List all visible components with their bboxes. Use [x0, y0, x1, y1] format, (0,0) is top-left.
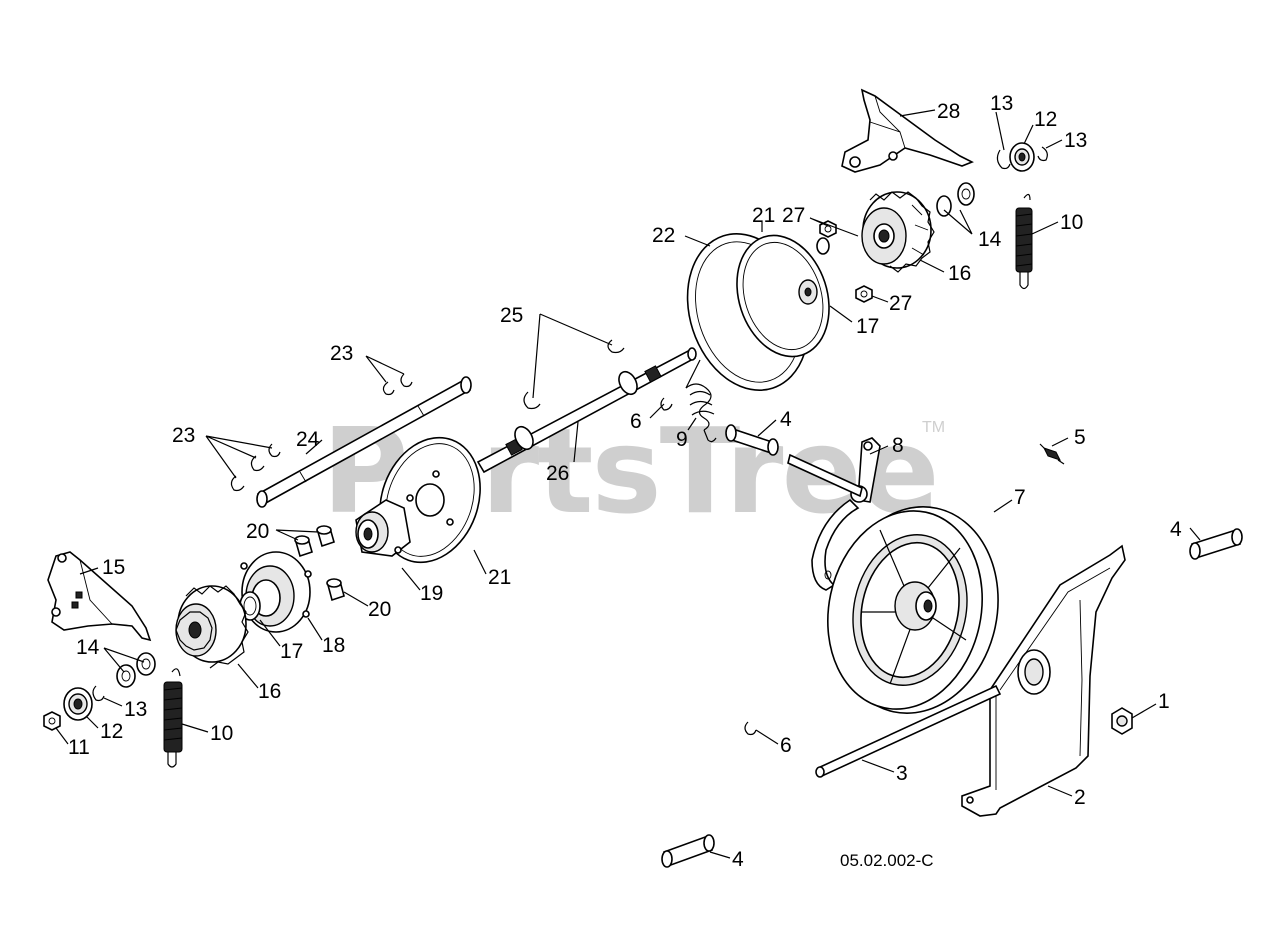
- part-4-bushing-bottom: [661, 834, 715, 868]
- callout-12: 12: [1034, 108, 1057, 131]
- callout-24: 24: [296, 428, 320, 451]
- part-10-spring-lower: [163, 668, 183, 768]
- part-22-drum: [686, 233, 830, 391]
- callout-20: 20: [246, 520, 269, 543]
- callout-1: 1: [1158, 690, 1170, 713]
- part-6-clip-lower: [744, 721, 757, 736]
- callout-13: 13: [124, 698, 147, 721]
- callout-23: 23: [172, 424, 195, 447]
- part-3-axle: [815, 684, 1002, 778]
- part-9-spring: [685, 359, 717, 443]
- part-2-frame: [961, 544, 1126, 817]
- leader-lines: [55, 109, 1201, 859]
- callout-20: 20: [368, 598, 391, 621]
- part-14-washers-top: [936, 182, 975, 217]
- callout-28: 28: [937, 100, 960, 123]
- callout-22: 22: [652, 224, 675, 247]
- part-14-washers-lower: [116, 652, 156, 688]
- part-16-gear-lower: [175, 585, 249, 669]
- part-12-bearing-top: [1009, 142, 1035, 172]
- callout-9: 9: [676, 428, 688, 451]
- part-27-nuts: [819, 220, 873, 303]
- callout-12: 12: [100, 720, 123, 743]
- callout-23: 23: [330, 342, 353, 365]
- callout-14: 14: [978, 228, 1002, 251]
- part-11-nut: [43, 711, 61, 731]
- watermark-trademark: TM: [922, 419, 945, 436]
- callout-6: 6: [780, 734, 792, 757]
- part-23-clips-upper: [382, 373, 413, 396]
- callout-13: 13: [1064, 129, 1087, 152]
- callout-8: 8: [892, 434, 904, 457]
- part-26-shaft: [476, 347, 697, 474]
- part-10-spring-top: [1015, 193, 1033, 290]
- part-24-shaft: [256, 376, 472, 508]
- callout-18: 18: [322, 634, 345, 657]
- callout-2: 2: [1074, 786, 1086, 809]
- callout-17: 17: [856, 315, 879, 338]
- callout-11: 11: [68, 736, 90, 759]
- part-12-bearing-lower: [63, 687, 93, 721]
- callout-19: 19: [420, 582, 443, 605]
- callout-5: 5: [1074, 426, 1086, 449]
- callout-16: 16: [948, 262, 971, 285]
- part-1-nut: [1111, 707, 1133, 735]
- callout-4: 4: [1170, 518, 1182, 541]
- callout-21: 21: [752, 204, 775, 227]
- callout-21: 21: [488, 566, 511, 589]
- callout-4: 4: [780, 408, 792, 431]
- callout-10: 10: [210, 722, 233, 745]
- part-4-bushing-mid: [725, 424, 779, 456]
- part-8-lever: [787, 437, 881, 591]
- part-19-hub: [355, 499, 411, 557]
- callout-15: 15: [102, 556, 125, 579]
- callout-3: 3: [896, 762, 908, 785]
- part-6-clip-mid: [660, 397, 673, 411]
- callout-14: 14: [76, 636, 100, 659]
- callout-4: 4: [732, 848, 744, 871]
- part-20-pins: [294, 525, 345, 602]
- part-15-bracket: [47, 551, 152, 642]
- callout-25: 25: [500, 304, 523, 327]
- part-5-spring-small: [1039, 443, 1065, 465]
- part-13-clips-top: [996, 146, 1048, 170]
- part-7-wheel: [827, 506, 999, 714]
- callout-27: 27: [889, 292, 912, 315]
- part-13-clips-lower: [92, 685, 105, 702]
- part-28-bracket: [841, 88, 974, 173]
- callout-17: 17: [280, 640, 303, 663]
- callout-27: 27: [782, 204, 805, 227]
- callout-26: 26: [546, 462, 569, 485]
- callout-labels: 28 13 12 13 21 27 22 14 10 16 27 17 25 2…: [68, 92, 1182, 871]
- callout-10: 10: [1060, 211, 1083, 234]
- part-16-gear-top: [861, 191, 935, 273]
- callout-13: 13: [990, 92, 1013, 115]
- diagram-code: 05.02.002-C: [840, 851, 934, 870]
- callout-6: 6: [630, 410, 642, 433]
- part-4-bushing-right: [1189, 528, 1243, 560]
- callout-7: 7: [1014, 486, 1026, 509]
- callout-16: 16: [258, 680, 281, 703]
